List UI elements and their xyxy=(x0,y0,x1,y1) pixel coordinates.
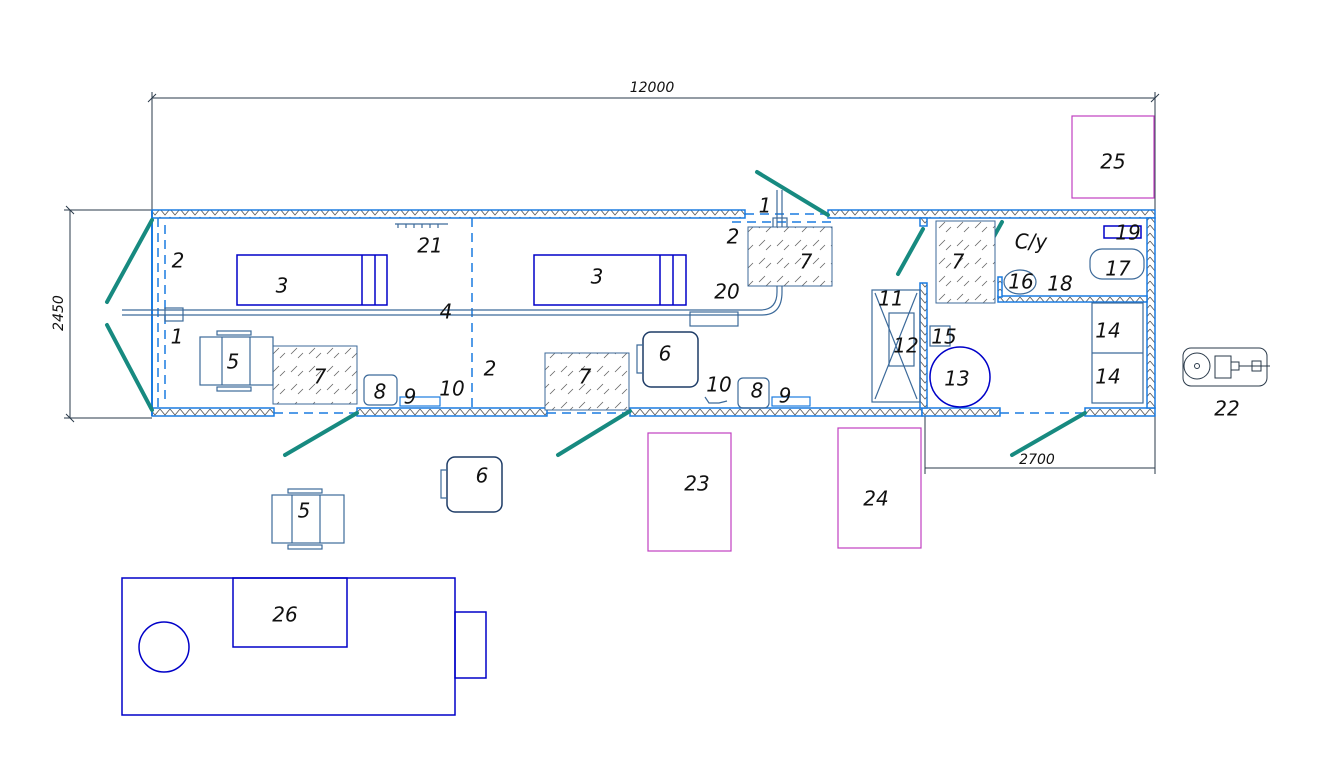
label-14: 14 xyxy=(1095,319,1120,343)
label-3: 3 xyxy=(591,265,604,289)
label-15: 15 xyxy=(931,325,956,349)
rail xyxy=(122,190,788,327)
label-2: 2 xyxy=(727,225,740,249)
table xyxy=(747,226,833,287)
label-1: 1 xyxy=(171,325,184,349)
table xyxy=(272,345,358,405)
washbasin xyxy=(1003,269,1037,295)
label-19: 19 xyxy=(1115,221,1140,245)
bed xyxy=(236,254,388,306)
box xyxy=(929,325,951,347)
label-2: 2 xyxy=(484,357,497,381)
label-20: 20 xyxy=(714,280,739,304)
label-9: 9 xyxy=(404,385,417,409)
toilet xyxy=(1089,248,1145,280)
label-6: 6 xyxy=(659,342,672,366)
chair xyxy=(636,331,699,388)
label-24: 24 xyxy=(863,487,888,511)
label-16: 16 xyxy=(1008,270,1033,294)
stretcher xyxy=(199,330,274,392)
generator-icon xyxy=(1182,347,1270,387)
dimension-length-text: 12000 xyxy=(630,80,675,96)
label-10: 10 xyxy=(439,377,464,401)
dimension-section-text: 2700 xyxy=(1019,452,1055,468)
external-area xyxy=(837,427,922,549)
label-9: 9 xyxy=(779,384,792,408)
label-1: 1 xyxy=(759,194,772,218)
label-10: 10 xyxy=(706,373,731,397)
table xyxy=(544,352,630,411)
label-7: 7 xyxy=(314,365,327,389)
dispenser xyxy=(1103,225,1142,239)
stretcher xyxy=(271,488,345,550)
label-8: 8 xyxy=(374,380,387,404)
shower-cabin xyxy=(871,289,921,403)
dimension-section: 2700 xyxy=(924,416,1156,474)
label-14: 14 xyxy=(1095,365,1120,389)
shelf xyxy=(771,396,811,407)
label-6: 6 xyxy=(476,464,489,488)
label-7: 7 xyxy=(800,250,813,274)
bed xyxy=(533,254,687,306)
label-2: 2 xyxy=(172,249,185,273)
faucet xyxy=(704,396,728,404)
chair xyxy=(440,456,503,513)
label-17: 17 xyxy=(1105,257,1131,281)
label-7: 7 xyxy=(952,250,965,274)
label-18: 18 xyxy=(1047,272,1072,296)
label-26: 26 xyxy=(272,603,297,627)
room-label: С/у xyxy=(1015,230,1049,254)
label-22: 22 xyxy=(1214,397,1239,421)
label-21: 21 xyxy=(417,234,442,258)
dimension-width-text: 2450 xyxy=(51,295,67,331)
external-area xyxy=(647,432,732,552)
tank xyxy=(929,346,991,408)
external-area xyxy=(1071,115,1155,199)
label-13: 13 xyxy=(944,367,969,391)
dimension-length: 12000 xyxy=(147,80,1160,210)
dimension-width: 2450 xyxy=(51,205,152,423)
label-7: 7 xyxy=(579,365,592,389)
walls xyxy=(151,209,1156,417)
vehicle xyxy=(121,577,487,716)
labels: С/у 1 1 2 2 2 3 3 4 5 5 6 6 7 7 7 7 8 8 … xyxy=(171,150,1240,627)
label-12: 12 xyxy=(893,334,918,358)
shelf xyxy=(399,396,441,407)
sink xyxy=(363,374,398,406)
label-5: 5 xyxy=(227,350,240,374)
label-5: 5 xyxy=(298,499,311,523)
label-8: 8 xyxy=(751,379,764,403)
table xyxy=(935,220,996,304)
label-4: 4 xyxy=(440,300,453,324)
label-23: 23 xyxy=(684,472,709,496)
doors xyxy=(105,170,1087,457)
label-25: 25 xyxy=(1100,150,1125,174)
label-11: 11 xyxy=(878,287,903,311)
label-3: 3 xyxy=(276,274,289,298)
sink xyxy=(737,377,770,409)
